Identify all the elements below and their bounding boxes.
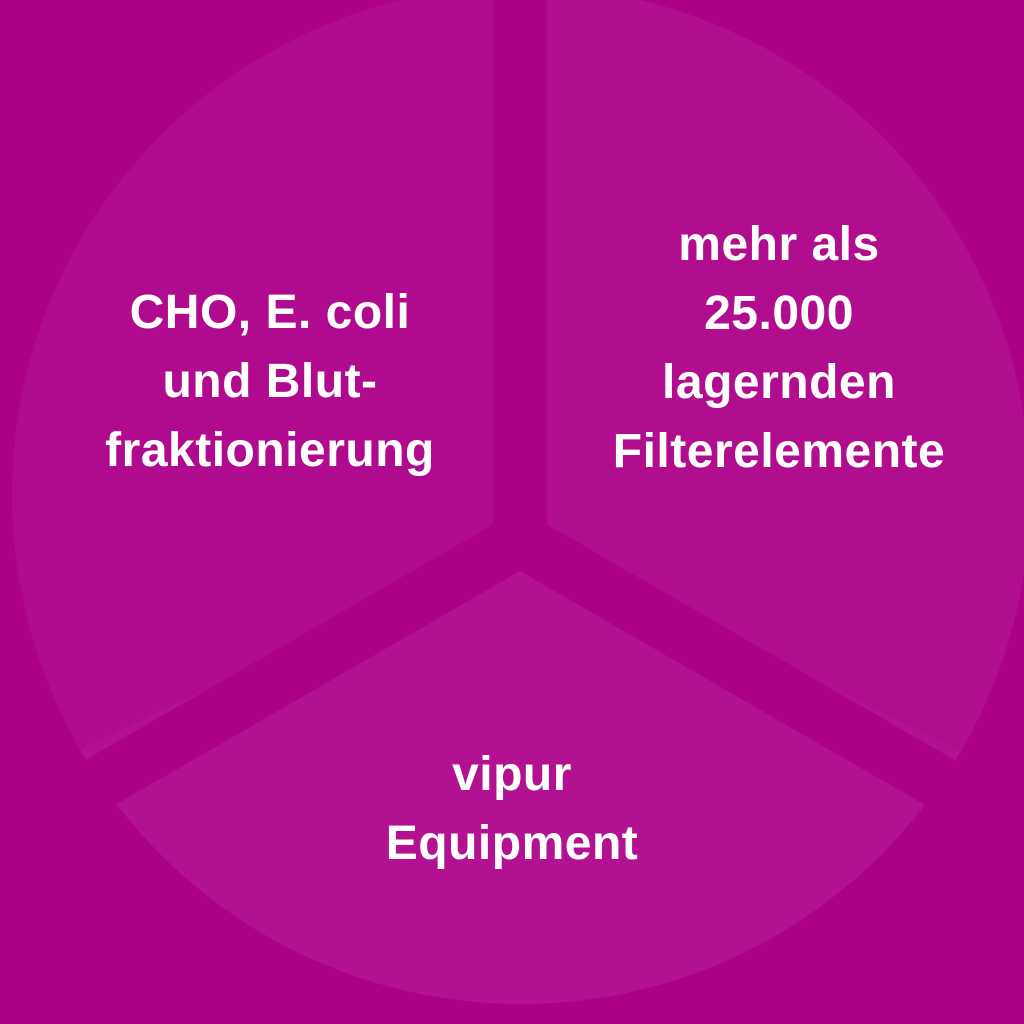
segment-right-label-line3: lagernden (662, 356, 896, 409)
segment-right-label: mehr als 25.000 lagernden Filterelemente (613, 210, 945, 486)
segment-right-label-line1: mehr als (678, 218, 880, 271)
segment-left-label-line3: fraktionierung (105, 424, 435, 477)
segment-left-shape (12, 0, 521, 750)
gap-divider-down-right (493, 513, 1024, 863)
segment-left-label: CHO, E. coli und Blut- fraktionierung (105, 278, 435, 485)
segment-left-label-line1: CHO, E. coli (129, 286, 411, 339)
segment-right-shape (520, 0, 1024, 750)
segment-bottom-label-line1: vipur (452, 748, 572, 801)
segment-left-label-line2: und Blut- (162, 355, 378, 408)
gap-divider-down-left (0, 513, 547, 872)
segment-right-label-line4: Filterelemente (612, 425, 946, 478)
segment-bottom-label: vipur Equipment (386, 740, 639, 878)
segment-bottom-label-line2: Equipment (385, 817, 639, 870)
segment-right-label-line2: 25.000 (704, 287, 854, 340)
